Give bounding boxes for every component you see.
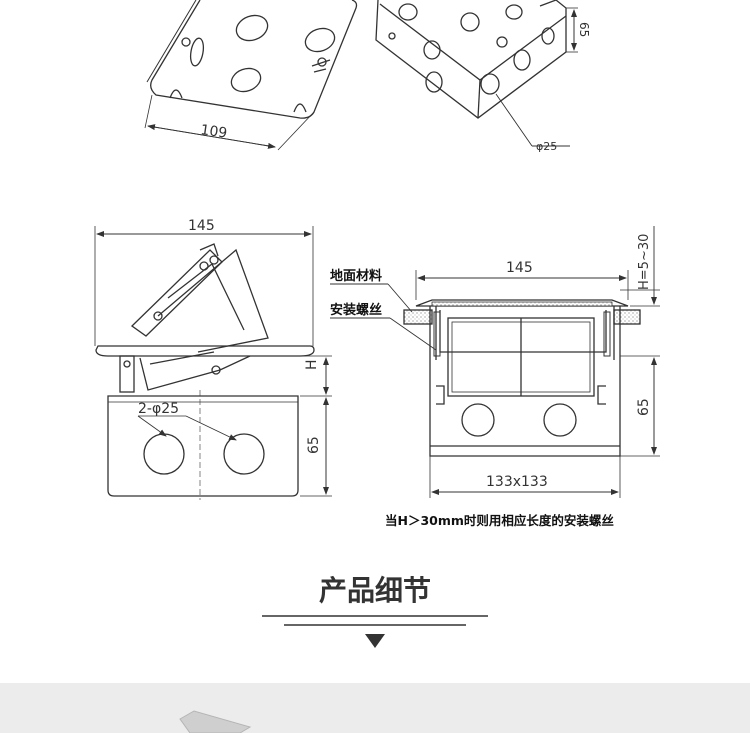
- dim-h-range: H=5~30: [637, 234, 652, 290]
- side-view: [94, 226, 332, 500]
- dim-phi25-top: φ25: [536, 140, 557, 153]
- section-title: 产品细节: [319, 574, 431, 607]
- top-right-box-view: [375, 0, 578, 147]
- dim-65-top: 65: [577, 22, 591, 37]
- top-left-plate-view: [144, 0, 358, 151]
- dim-145-side: 145: [188, 218, 215, 234]
- next-section-band: [0, 683, 750, 733]
- dim-h-side: H: [304, 359, 320, 370]
- down-triangle-icon: [365, 634, 385, 648]
- label-floor-material: 地面材料: [330, 268, 382, 284]
- dim-145-section: 145: [506, 260, 533, 276]
- label-2-phi25: 2-φ25: [138, 401, 179, 417]
- installation-note: 当H＞30mm时则用相应长度的安装螺丝: [385, 513, 614, 528]
- dim-133x133: 133x133: [486, 474, 548, 490]
- dim-109: 109: [199, 122, 228, 142]
- section-view: [330, 226, 660, 498]
- dim-65-side: 65: [306, 436, 322, 454]
- product-photo-edge: [179, 710, 252, 733]
- label-mounting-screw: 安装螺丝: [330, 302, 382, 318]
- dim-65-section: 65: [636, 398, 652, 416]
